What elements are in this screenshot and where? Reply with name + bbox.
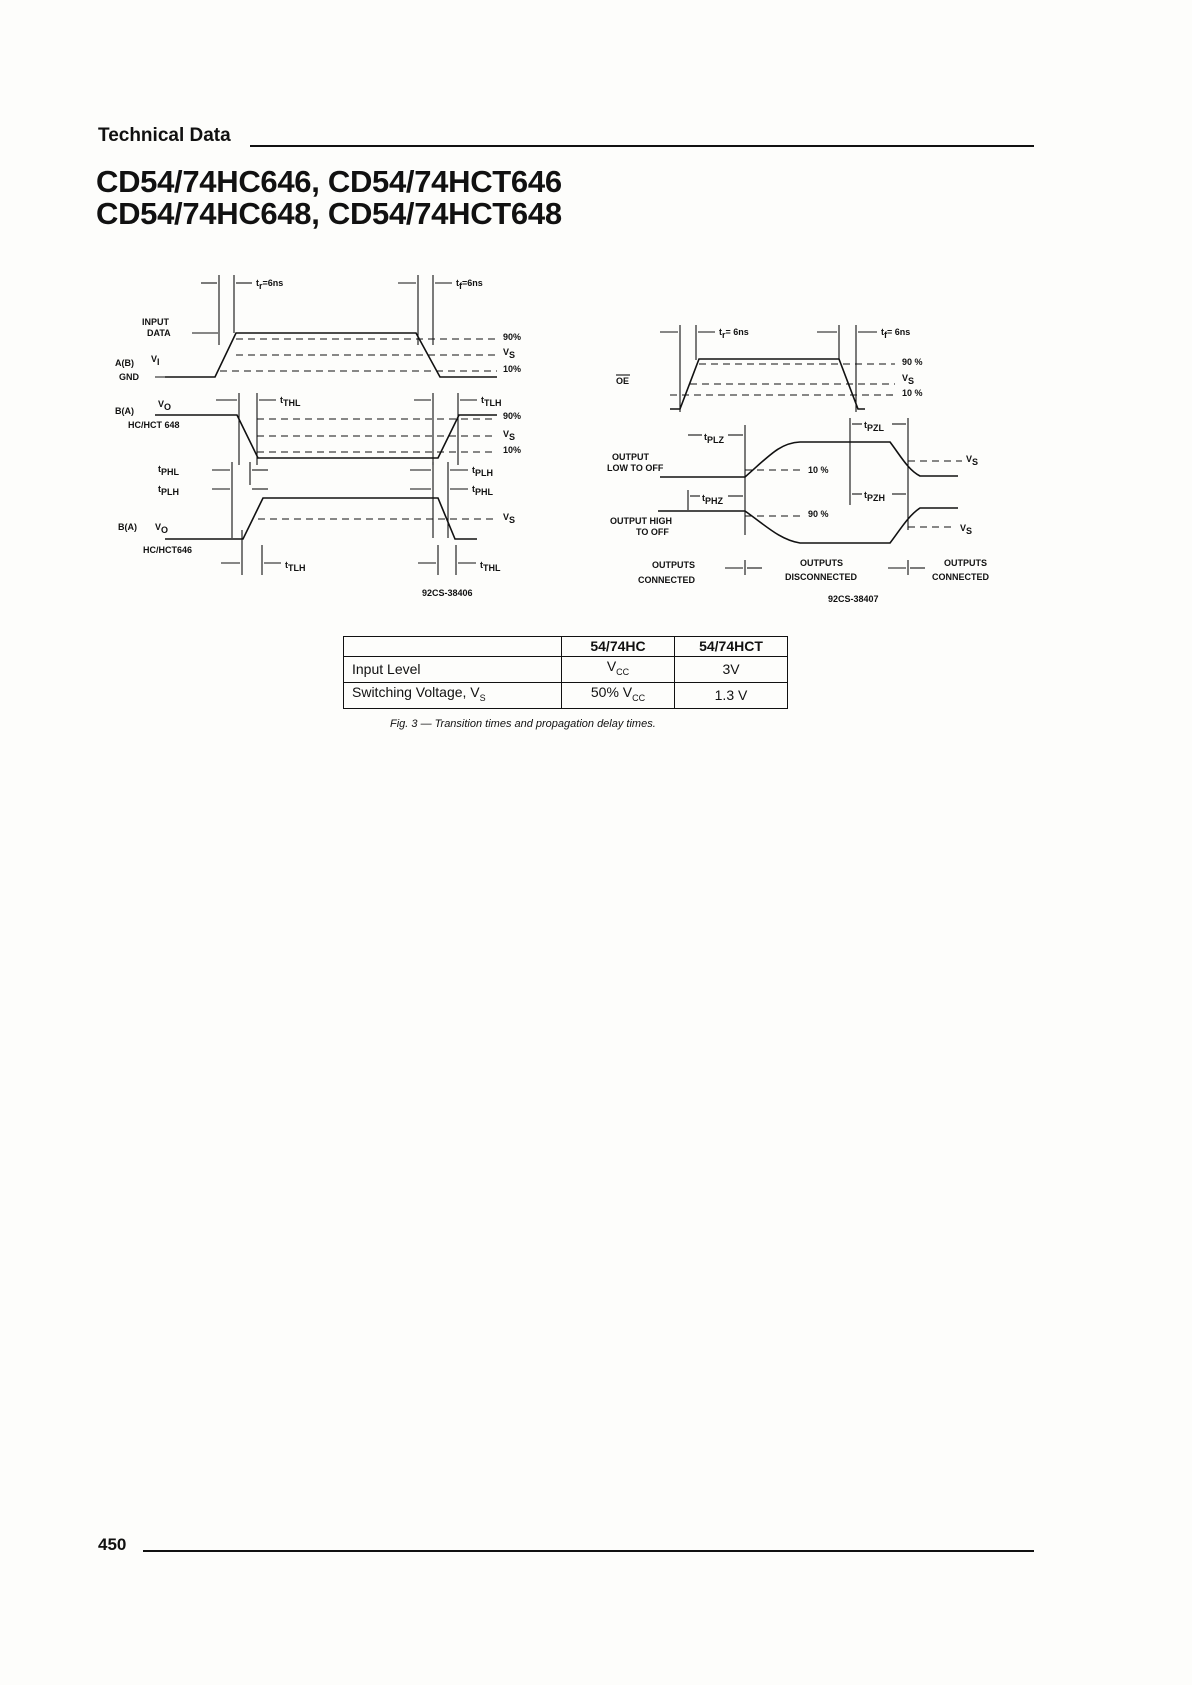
b-a-label: B(A) xyxy=(115,406,134,416)
row-label: Switching Voltage, VS xyxy=(343,681,562,709)
tpzl-label: tPZL xyxy=(864,420,885,433)
table-header: 54/74HC xyxy=(561,636,675,657)
output-high-label: OUTPUT HIGH xyxy=(610,516,672,526)
pct10-label: 10% xyxy=(503,364,521,374)
tlh-label: tTLH xyxy=(481,395,502,408)
outputs-connected-label: CONNECTED xyxy=(932,572,990,582)
tpzh-label: tPZH xyxy=(864,490,885,503)
vs-label: VS xyxy=(902,373,914,386)
diagram-code: 92CS-38406 xyxy=(422,588,473,598)
pct10-label: 10 % xyxy=(808,465,829,475)
hc-value: VCC xyxy=(561,656,675,683)
vo-label: VO xyxy=(158,399,171,412)
b-a-label: B(A) xyxy=(118,522,137,532)
tf-label: tf=6ns xyxy=(456,278,483,291)
page-header: Technical Data xyxy=(98,125,1034,149)
vo-label: VO xyxy=(155,522,168,535)
vi-label: VI xyxy=(151,354,160,367)
pct10-label: 10 % xyxy=(902,388,923,398)
input-data-label: DATA xyxy=(147,328,171,338)
outputs-disconnected-label: DISCONNECTED xyxy=(785,572,858,582)
vs-label: VS xyxy=(960,523,972,536)
thl-label: tTHL xyxy=(280,395,301,408)
tphl-label: tPHL xyxy=(158,464,180,477)
vs-label: VS xyxy=(503,429,515,442)
table-row: Switching Voltage, VS 50% VCC 1.3 V xyxy=(343,681,788,709)
tr-label: tr=6ns xyxy=(256,278,283,291)
title-line-2: CD54/74HC648, CD54/74HCT648 xyxy=(96,196,562,231)
pct90-label: 90% xyxy=(503,411,521,421)
tplh-label: tPLH xyxy=(158,484,179,497)
vs-label: VS xyxy=(966,454,978,467)
vs-label: VS xyxy=(503,512,515,525)
hct-value: 1.3 V xyxy=(674,681,788,709)
pct90-label: 90 % xyxy=(808,509,829,519)
output-low-label: LOW TO OFF xyxy=(607,463,664,473)
a-b-label: A(B) xyxy=(115,358,134,368)
hc-value: 50% VCC xyxy=(561,681,675,709)
input-data-label: INPUT xyxy=(142,317,170,327)
tplz-label: tPLZ xyxy=(704,432,725,445)
tplh-label: tPLH xyxy=(472,465,493,478)
oe-waveform xyxy=(670,358,865,410)
table-header-row: 54/74HC 54/74HCT xyxy=(343,636,788,657)
gnd-label: GND xyxy=(119,372,140,382)
outputs-connected-label: OUTPUTS xyxy=(652,560,695,570)
diagram-code: 92CS-38407 xyxy=(828,594,879,604)
tr-label: tr= 6ns xyxy=(719,327,749,340)
tphl-label: tPHL xyxy=(472,484,494,497)
table-header xyxy=(343,636,562,657)
input-waveform xyxy=(165,332,497,378)
tf-label: tf= 6ns xyxy=(881,327,910,340)
figure-caption: Fig. 3 — Transition times and propagatio… xyxy=(390,718,656,730)
oe-label: OE xyxy=(616,376,629,386)
page-footer: 450 xyxy=(98,1533,1034,1555)
header-label: Technical Data xyxy=(98,125,231,146)
output-low-waveform xyxy=(660,441,958,478)
hc-648-label: HC/HCT 648 xyxy=(128,420,180,430)
output-high-waveform xyxy=(658,507,958,544)
pct90-label: 90 % xyxy=(902,357,923,367)
output-low-label: OUTPUT xyxy=(612,452,650,462)
output-646-waveform xyxy=(165,497,477,540)
tlh-label: tTLH xyxy=(285,560,306,573)
vs-label: VS xyxy=(503,347,515,360)
header-rule xyxy=(250,145,1034,147)
outputs-connected-label: CONNECTED xyxy=(638,575,696,585)
output-648-waveform xyxy=(155,414,497,459)
pct90-label: 90% xyxy=(503,332,521,342)
tphz-label: tPHZ xyxy=(702,493,724,506)
thl-label: tTHL xyxy=(480,560,501,573)
title-line-1: CD54/74HC646, CD54/74HCT646 xyxy=(96,164,562,199)
row-label: Input Level xyxy=(343,656,562,683)
hct-value: 3V xyxy=(674,656,788,683)
output-high-label: TO OFF xyxy=(636,527,669,537)
table-row: Input Level VCC 3V xyxy=(343,656,788,683)
page-number: 450 xyxy=(98,1535,127,1554)
table-header: 54/74HCT xyxy=(674,636,788,657)
outputs-connected-label: OUTPUTS xyxy=(944,558,987,568)
hc-646-label: HC/HCT646 xyxy=(143,545,192,555)
outputs-disconnected-label: OUTPUTS xyxy=(800,558,843,568)
spec-table: 54/74HC 54/74HCT Input Level VCC 3V Swit… xyxy=(343,636,788,709)
footer-rule xyxy=(143,1550,1034,1552)
pct10-label: 10% xyxy=(503,445,521,455)
